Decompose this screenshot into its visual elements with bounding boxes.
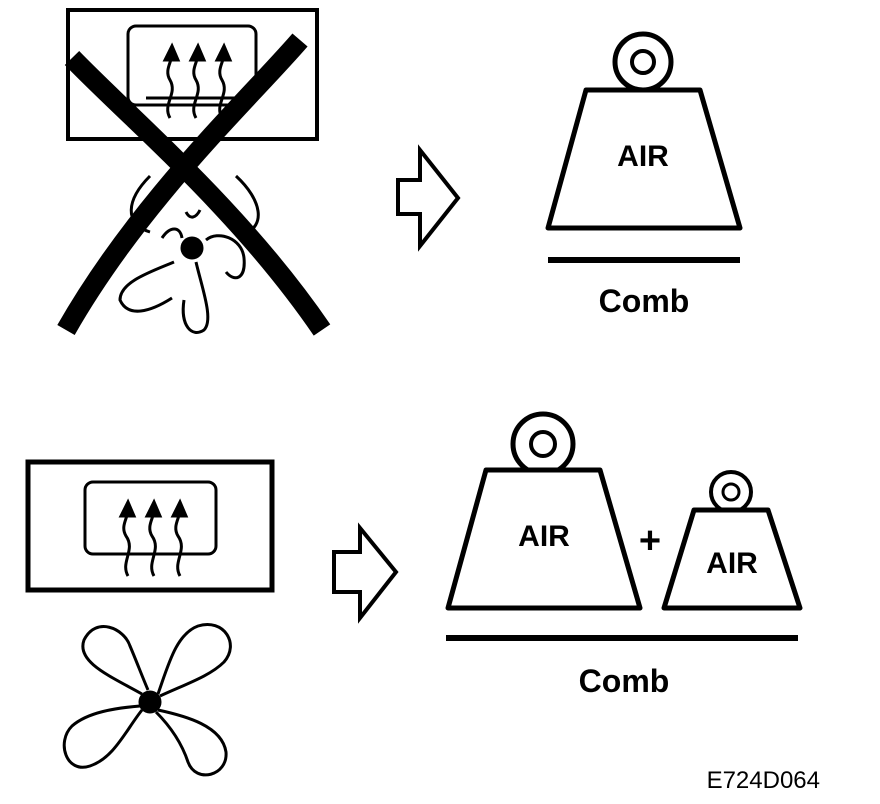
top-weight-body bbox=[545, 87, 743, 231]
bottom-right-arrow-icon bbox=[332, 522, 399, 624]
bottom-large-ring-outer bbox=[510, 411, 576, 477]
bottom-radiator-frame bbox=[25, 459, 275, 593]
plus-sign: + bbox=[639, 520, 661, 562]
bottom-large-weight-body bbox=[445, 467, 643, 611]
top-weight-ring-outer bbox=[612, 31, 674, 93]
bottom-small-ring-outer bbox=[709, 470, 753, 514]
bottom-comb-label: Comb bbox=[579, 663, 670, 699]
bottom-small-weight-body bbox=[661, 507, 803, 611]
bottom-air-weight-small: AIR bbox=[661, 470, 803, 611]
bottom-radiator-core bbox=[83, 480, 218, 556]
figure-code: E724D064 bbox=[707, 767, 820, 794]
bottom-fan-icon bbox=[62, 623, 232, 777]
bottom-heat-arrows-icon bbox=[118, 498, 189, 577]
bottom-air-weight-large: AIR bbox=[445, 411, 643, 611]
bottom-fan-on-group bbox=[25, 459, 275, 777]
top-comb-label: Comb bbox=[599, 283, 690, 319]
bottom-large-ring-inner bbox=[529, 430, 557, 458]
top-weight-ring-inner bbox=[630, 49, 656, 75]
top-fan-icon bbox=[118, 174, 260, 334]
bottom-small-weight-label: AIR bbox=[706, 547, 758, 580]
top-weight-label: AIR bbox=[617, 140, 669, 173]
top-heat-arrows-icon bbox=[162, 42, 233, 119]
top-radiator-core bbox=[126, 24, 258, 107]
bottom-small-ring-inner bbox=[721, 482, 741, 502]
bottom-large-weight-label: AIR bbox=[518, 520, 570, 553]
top-fan-off-group bbox=[57, 8, 331, 336]
top-radiator-frame bbox=[66, 8, 319, 141]
top-cross-icon bbox=[57, 33, 331, 336]
top-air-weight: AIR bbox=[545, 31, 743, 231]
top-right-arrow-icon bbox=[396, 144, 461, 252]
